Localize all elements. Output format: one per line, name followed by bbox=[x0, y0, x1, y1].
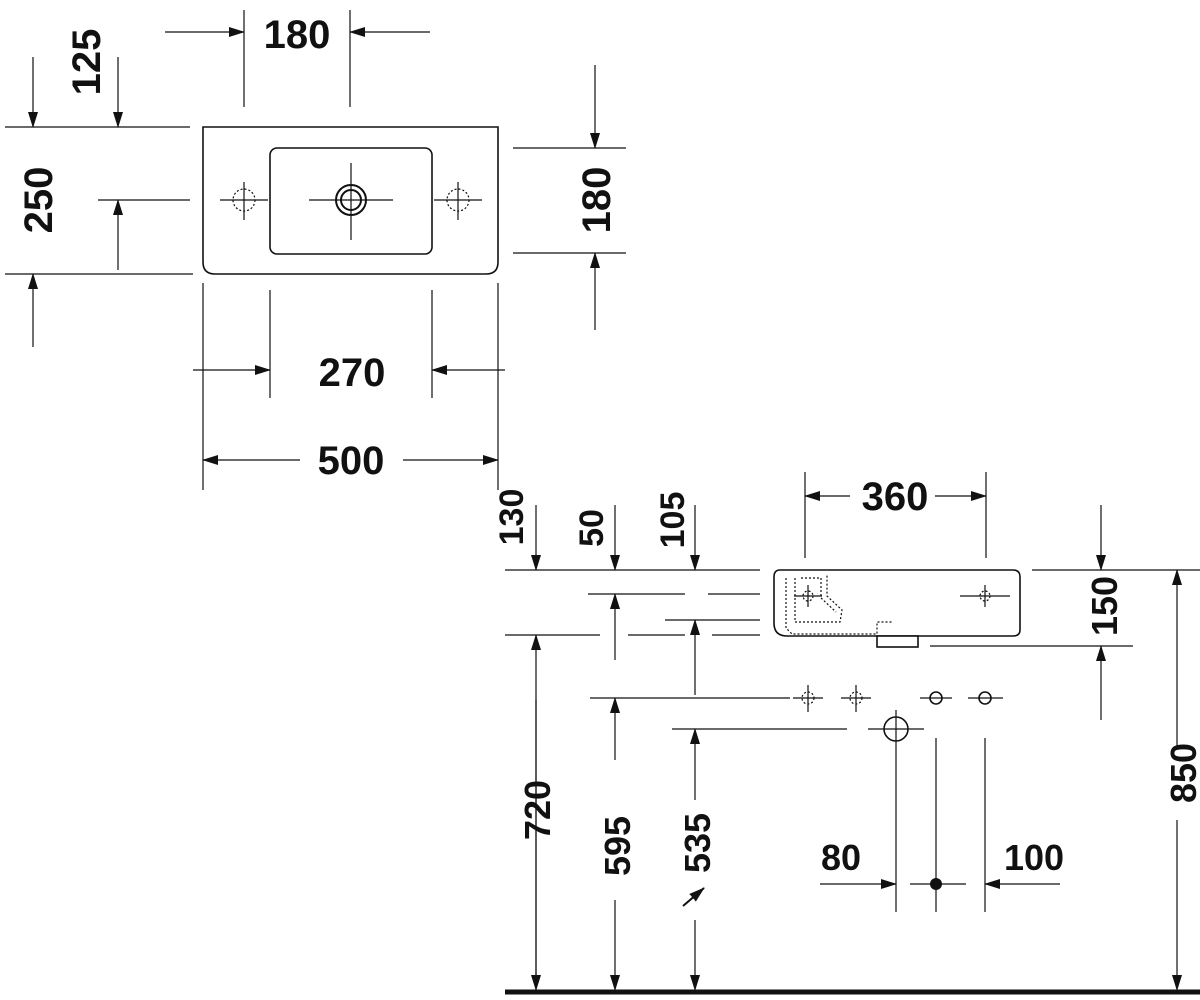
dim-side-depth: 180 bbox=[575, 167, 619, 234]
dim-height-595: 595 bbox=[597, 816, 638, 876]
dim-hole-offset: 125 bbox=[65, 29, 109, 96]
dim-offset-100: 100 bbox=[1004, 837, 1064, 878]
left-tap-hole-icon bbox=[220, 182, 268, 220]
dim-depth: 250 bbox=[17, 167, 61, 234]
overflow-channel-hidden bbox=[785, 578, 893, 635]
dim-tap-spacing: 360 bbox=[862, 475, 929, 519]
right-tap-hole-icon bbox=[434, 182, 482, 220]
dim-50: 50 bbox=[573, 509, 611, 547]
waste-pipe-icon bbox=[868, 710, 924, 912]
dim-bowl-width: 270 bbox=[319, 351, 386, 395]
dim-offset-80: 80 bbox=[821, 837, 861, 878]
tap-hole-left-icon bbox=[794, 585, 822, 607]
reference-pointer bbox=[682, 887, 705, 907]
dim-overall-width: 500 bbox=[318, 439, 385, 483]
waste-outlet bbox=[876, 635, 919, 648]
tap-hole-right-icon bbox=[960, 585, 1010, 607]
side-view: 360 130 50 105 150 720 595 535 850 80 10… bbox=[493, 472, 1200, 995]
dim-105: 105 bbox=[654, 492, 692, 549]
supply-point-1-icon bbox=[793, 685, 823, 712]
supply-point-4-icon bbox=[968, 691, 1003, 705]
dim-height-720: 720 bbox=[517, 780, 558, 840]
dim-height-850: 850 bbox=[1163, 743, 1200, 803]
dim-height-150: 150 bbox=[1084, 576, 1125, 636]
drain-icon bbox=[309, 163, 393, 240]
dim-130: 130 bbox=[493, 489, 531, 546]
dim-hole-spacing: 180 bbox=[264, 13, 331, 57]
supply-point-2-icon bbox=[841, 685, 871, 712]
top-view: 180 125 250 180 270 500 bbox=[5, 10, 626, 490]
dim-height-535: 535 bbox=[677, 813, 718, 873]
basin-outline-side bbox=[773, 569, 1021, 637]
supply-point-3-icon bbox=[920, 691, 952, 705]
